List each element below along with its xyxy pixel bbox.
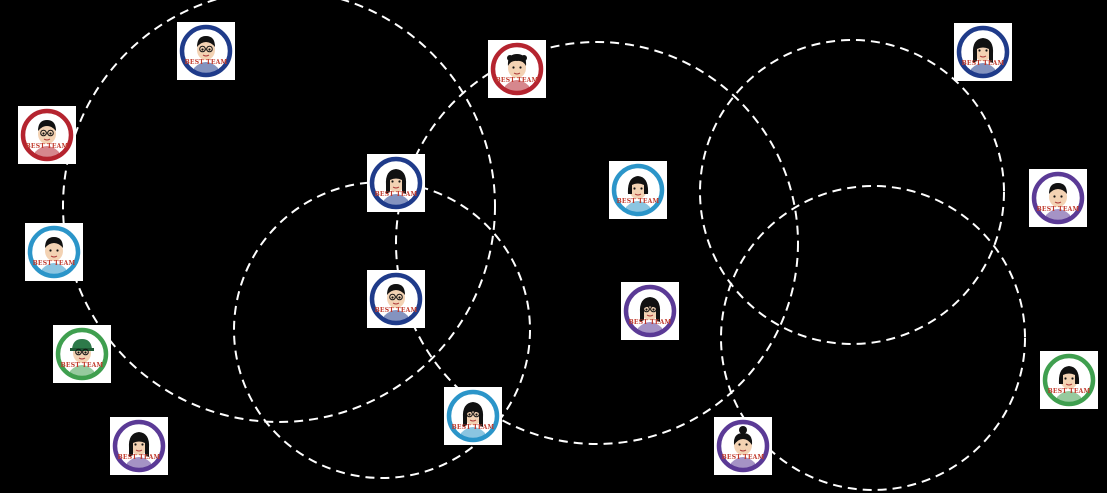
best-team-badge: BEST TEAM [374,191,418,198]
avatar-icon [490,42,544,96]
avatar-icon [369,272,423,326]
member-avatar-card[interactable]: BEST TEAM [367,154,425,212]
best-team-badge: BEST TEAM [32,260,76,267]
best-team-badge: BEST TEAM [117,454,161,461]
member-avatar-card[interactable]: BEST TEAM [714,417,772,475]
member-avatar-card[interactable]: BEST TEAM [367,270,425,328]
member-avatar-card[interactable]: BEST TEAM [177,22,235,80]
member-avatar-card[interactable]: BEST TEAM [25,223,83,281]
avatar-icon [20,108,74,162]
best-team-badge: BEST TEAM [961,60,1005,67]
avatar-icon [1042,353,1096,407]
best-team-badge: BEST TEAM [628,319,672,326]
member-avatar-card[interactable]: BEST TEAM [1029,169,1087,227]
member-avatar-card[interactable]: BEST TEAM [954,23,1012,81]
best-team-badge: BEST TEAM [60,362,104,369]
member-avatar-card[interactable]: BEST TEAM [444,387,502,445]
best-team-badge: BEST TEAM [184,59,228,66]
member-avatar-card[interactable]: BEST TEAM [110,417,168,475]
avatar-icon [611,163,665,217]
member-avatar-card[interactable]: BEST TEAM [621,282,679,340]
group-circle-5 [720,185,1026,491]
member-avatar-card[interactable]: BEST TEAM [1040,351,1098,409]
best-team-badge: BEST TEAM [1047,388,1091,395]
member-avatar-card[interactable]: BEST TEAM [18,106,76,164]
best-team-badge: BEST TEAM [451,424,495,431]
best-team-badge: BEST TEAM [495,77,539,84]
best-team-badge: BEST TEAM [1036,206,1080,213]
avatar-icon [956,25,1010,79]
avatar-icon [623,284,677,338]
avatar-icon [1031,171,1085,225]
best-team-badge: BEST TEAM [721,454,765,461]
avatar-icon [446,389,500,443]
best-team-badge: BEST TEAM [374,307,418,314]
avatar-icon [112,419,166,473]
avatar-icon [716,419,770,473]
group-circle-2 [395,41,799,445]
member-avatar-card[interactable]: BEST TEAM [609,161,667,219]
member-avatar-card[interactable]: BEST TEAM [53,325,111,383]
best-team-badge: BEST TEAM [616,198,660,205]
avatar-icon [369,156,423,210]
avatar-icon [179,24,233,78]
best-team-badge: BEST TEAM [25,143,69,150]
avatar-icon [27,225,81,279]
group-circle-1 [62,0,496,423]
group-circle-4 [699,39,1005,345]
avatar-icon [55,327,109,381]
member-avatar-card[interactable]: BEST TEAM [488,40,546,98]
